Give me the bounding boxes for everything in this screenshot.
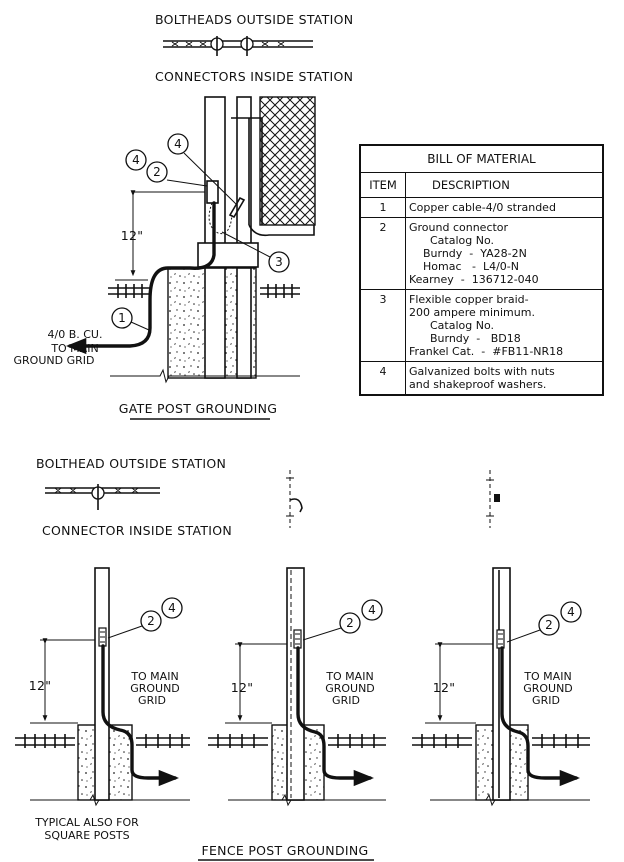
bom-title: BILL OF MATERIAL bbox=[359, 144, 604, 173]
fence2-callout-2: 2 bbox=[346, 616, 354, 630]
fence3-callout-4: 4 bbox=[567, 605, 575, 619]
bom-description: Flexible copper braid- 200 ampere minimu… bbox=[405, 289, 604, 362]
fence1-to-main-3: GRID bbox=[138, 694, 166, 707]
bom-description: Ground connector Catalog No. Burndy - YA… bbox=[405, 217, 604, 290]
bill-of-material-table: BILL OF MATERIAL ITEM DESCRIPTION 1 Copp… bbox=[359, 144, 604, 396]
fence1-to-main-2: GROUND bbox=[130, 682, 180, 695]
bom-item: 3 bbox=[359, 289, 406, 362]
bom-description: Galvanized bolts with nuts and shakeproo… bbox=[405, 361, 604, 396]
gate-callout-4a: 4 bbox=[174, 137, 182, 151]
fence3-to-main-2: GROUND bbox=[523, 682, 573, 695]
bolthead-outside-label: BOLTHEAD OUTSIDE STATION bbox=[36, 456, 226, 471]
post-symbol-side-2 bbox=[486, 470, 500, 528]
ground-cable bbox=[65, 201, 216, 355]
fence2-to-main-2: GROUND bbox=[325, 682, 375, 695]
cable-note-3: GROUND GRID bbox=[14, 354, 95, 367]
fence3-to-main-3: GRID bbox=[532, 694, 560, 707]
bom-row: 2 Ground connector Catalog No. Burndy - … bbox=[359, 217, 604, 290]
bom-item: 1 bbox=[359, 197, 406, 218]
connectors-inside-label: CONNECTORS INSIDE STATION bbox=[155, 69, 353, 84]
ground-hatch-gate bbox=[108, 284, 300, 298]
fence3-callout-2: 2 bbox=[545, 618, 553, 632]
fence1-callout-4: 4 bbox=[168, 601, 176, 615]
gate-post-detail: 12" 4 4 2 3 1 4/0 B. CU. TO MAIN GROUND … bbox=[14, 96, 316, 420]
fence2-callout-4: 4 bbox=[368, 603, 376, 617]
fence3-to-main-1: TO MAIN bbox=[523, 670, 571, 683]
fence1-callout-2: 2 bbox=[147, 614, 155, 628]
fence-post-caption: FENCE POST GROUNDING bbox=[201, 843, 368, 858]
bom-item: 4 bbox=[359, 361, 406, 396]
bom-col-item: ITEM bbox=[359, 172, 406, 198]
barbed-wire-symbol-top bbox=[163, 36, 313, 56]
fence1-height-label: 12" bbox=[29, 678, 52, 693]
cable-note-1: 4/0 B. CU. bbox=[48, 328, 103, 341]
fence2-height-label: 12" bbox=[231, 680, 254, 695]
bom-row: 3 Flexible copper braid- 200 ampere mini… bbox=[359, 289, 604, 362]
barbed-wire-symbol-mid bbox=[45, 484, 160, 510]
post-symbol-side-1 bbox=[286, 470, 303, 528]
boltheads-outside-label: BOLTHEADS OUTSIDE STATION bbox=[155, 12, 353, 27]
typical-note-2: SQUARE POSTS bbox=[44, 829, 129, 842]
chain-link-fabric bbox=[259, 96, 316, 226]
fence2-to-main-3: GRID bbox=[332, 694, 360, 707]
gate-callout-2: 2 bbox=[153, 165, 161, 179]
bom-col-description: DESCRIPTION bbox=[405, 172, 604, 198]
connector-inside-label: CONNECTOR INSIDE STATION bbox=[42, 523, 232, 538]
fence-post-detail-3: 12" 2 4 TO MAIN GROUND GRID bbox=[412, 567, 590, 807]
cable-note-2: TO MAIN bbox=[50, 342, 98, 355]
fence-post-detail-1: 12" 2 4 TO MAIN GROUND GRID TYPICAL ALSO… bbox=[15, 567, 190, 842]
bom-description: Copper cable-4/0 stranded bbox=[405, 197, 604, 218]
fence1-to-main-1: TO MAIN bbox=[130, 670, 178, 683]
bom-item: 2 bbox=[359, 217, 406, 290]
typical-note-1: TYPICAL ALSO FOR bbox=[34, 816, 139, 829]
gate-callout-4b: 4 bbox=[132, 153, 140, 167]
gate-post-caption: GATE POST GROUNDING bbox=[119, 401, 277, 416]
gate-height-label: 12" bbox=[121, 228, 144, 243]
fence-post-2 bbox=[286, 567, 305, 801]
gate-callout-3: 3 bbox=[275, 255, 283, 269]
bom-row: 4 Galvanized bolts with nuts and shakepr… bbox=[359, 361, 604, 396]
fence-post-detail-2: 12" 2 4 TO MAIN GROUND GRID bbox=[208, 567, 386, 807]
fence2-to-main-1: TO MAIN bbox=[325, 670, 373, 683]
gate-callout-1: 1 bbox=[118, 311, 126, 325]
fence3-height-label: 12" bbox=[433, 680, 456, 695]
bom-row: 1 Copper cable-4/0 stranded bbox=[359, 197, 604, 218]
